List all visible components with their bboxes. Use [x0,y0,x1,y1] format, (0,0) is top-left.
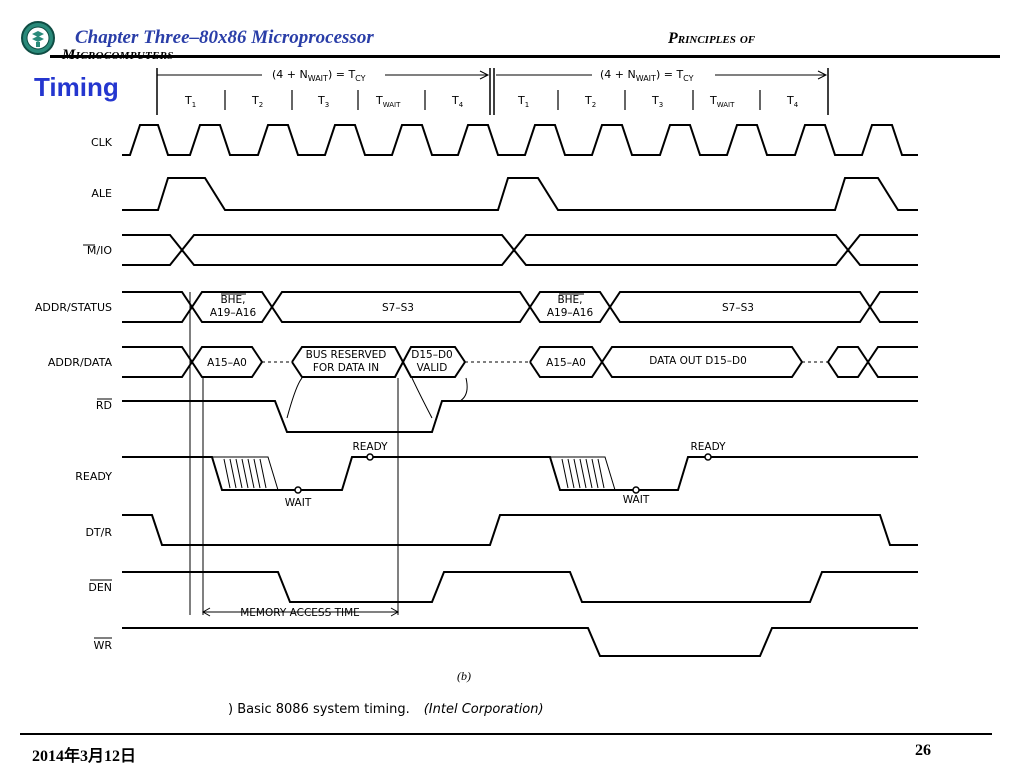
bus-label-for-data-in: FOR DATA IN [313,362,379,374]
signal-label-ale: ALE [91,187,112,200]
signal-label-addr-status: ADDR/STATUS [35,301,112,314]
t-state-t4-cycle2: T4 [786,94,799,109]
den-waveform [122,571,918,603]
t-state-t3: T3 [317,94,329,109]
bus-label-bhe-cycle2: BHE, [557,294,582,306]
signal-label-den: DEN [88,581,112,594]
figure-caption: ) Basic 8086 system timing. (Intel Corpor… [228,702,544,717]
dtr-waveform [122,514,918,546]
bus-label-valid: VALID [417,362,448,374]
page-number: 26 [915,742,931,759]
figure-label: (b) [457,669,471,683]
bus-label-bhe: BHE, [220,294,245,306]
bus-label-bus-reserved: BUS RESERVED [306,349,387,361]
bus-label-d15-d0: D15–D0 [411,349,452,361]
mio-waveform [122,234,918,252]
ale-waveform [122,177,918,211]
bus-label-data-out: DATA OUT D15–D0 [649,355,747,367]
clk-waveform [122,124,918,156]
bus-label-a19-a16-cycle2: A19–A16 [547,307,594,319]
t-state-t2-cycle2: T2 [584,94,596,109]
caption-source: (Intel Corporation) [423,702,544,717]
t-state-t3-cycle2: T3 [651,94,663,109]
cycle-label-1: (4 + NWAIT) = TCY [272,68,366,83]
cycle-label-2: (4 + NWAIT) = TCY [600,68,694,83]
bus-label-s7-s3-cycle2: S7–S3 [722,302,754,314]
university-logo-icon [21,21,55,55]
t-state-t4: T4 [451,94,464,109]
t-state-twait-cycle2: TWAIT [709,94,735,109]
signal-label-rd: RD [96,399,112,412]
annotation-ready-cycle2: READY [690,441,726,453]
bus-label-s7-s3: S7–S3 [382,302,414,314]
bus-label-a19-a16: A19–A16 [210,307,257,319]
signal-label-clk: CLK [91,136,113,149]
chapter-title: Chapter Three–80x86 Microprocessor [75,27,374,48]
rd-waveform [122,400,918,433]
t-state-t1: T1 [184,94,196,109]
bus-label-a15-a0: A15–A0 [207,357,247,369]
signal-label-ready: READY [75,470,112,483]
signal-label-wr: WR [93,639,112,652]
annotation-wait-cycle2: WAIT [623,494,650,506]
wr-waveform [122,627,918,657]
header-divider [50,55,1000,58]
annotation-ready: READY [352,441,388,453]
signal-label-addr-data: ADDR/DATA [48,356,113,369]
t-state-t1-cycle2: T1 [517,94,529,109]
signal-label-mio: M/IO [87,244,112,257]
bus-label-a15-a0-cycle2: A15–A0 [546,357,586,369]
course-title: Principles of [668,30,756,47]
signal-label-dtr: DT/R [85,526,112,539]
slide-heading: Timing [34,72,119,102]
footer-date: 2014年3月12日 [32,748,137,765]
t-state-twait: TWAIT [375,94,401,109]
t-state-t2: T2 [251,94,263,109]
annotation-wait: WAIT [285,497,312,509]
annotation-memory-access-time: MEMORY ACCESS TIME [240,607,360,619]
caption-text: ) Basic 8086 system timing. [228,702,410,717]
footer-divider [20,733,992,735]
